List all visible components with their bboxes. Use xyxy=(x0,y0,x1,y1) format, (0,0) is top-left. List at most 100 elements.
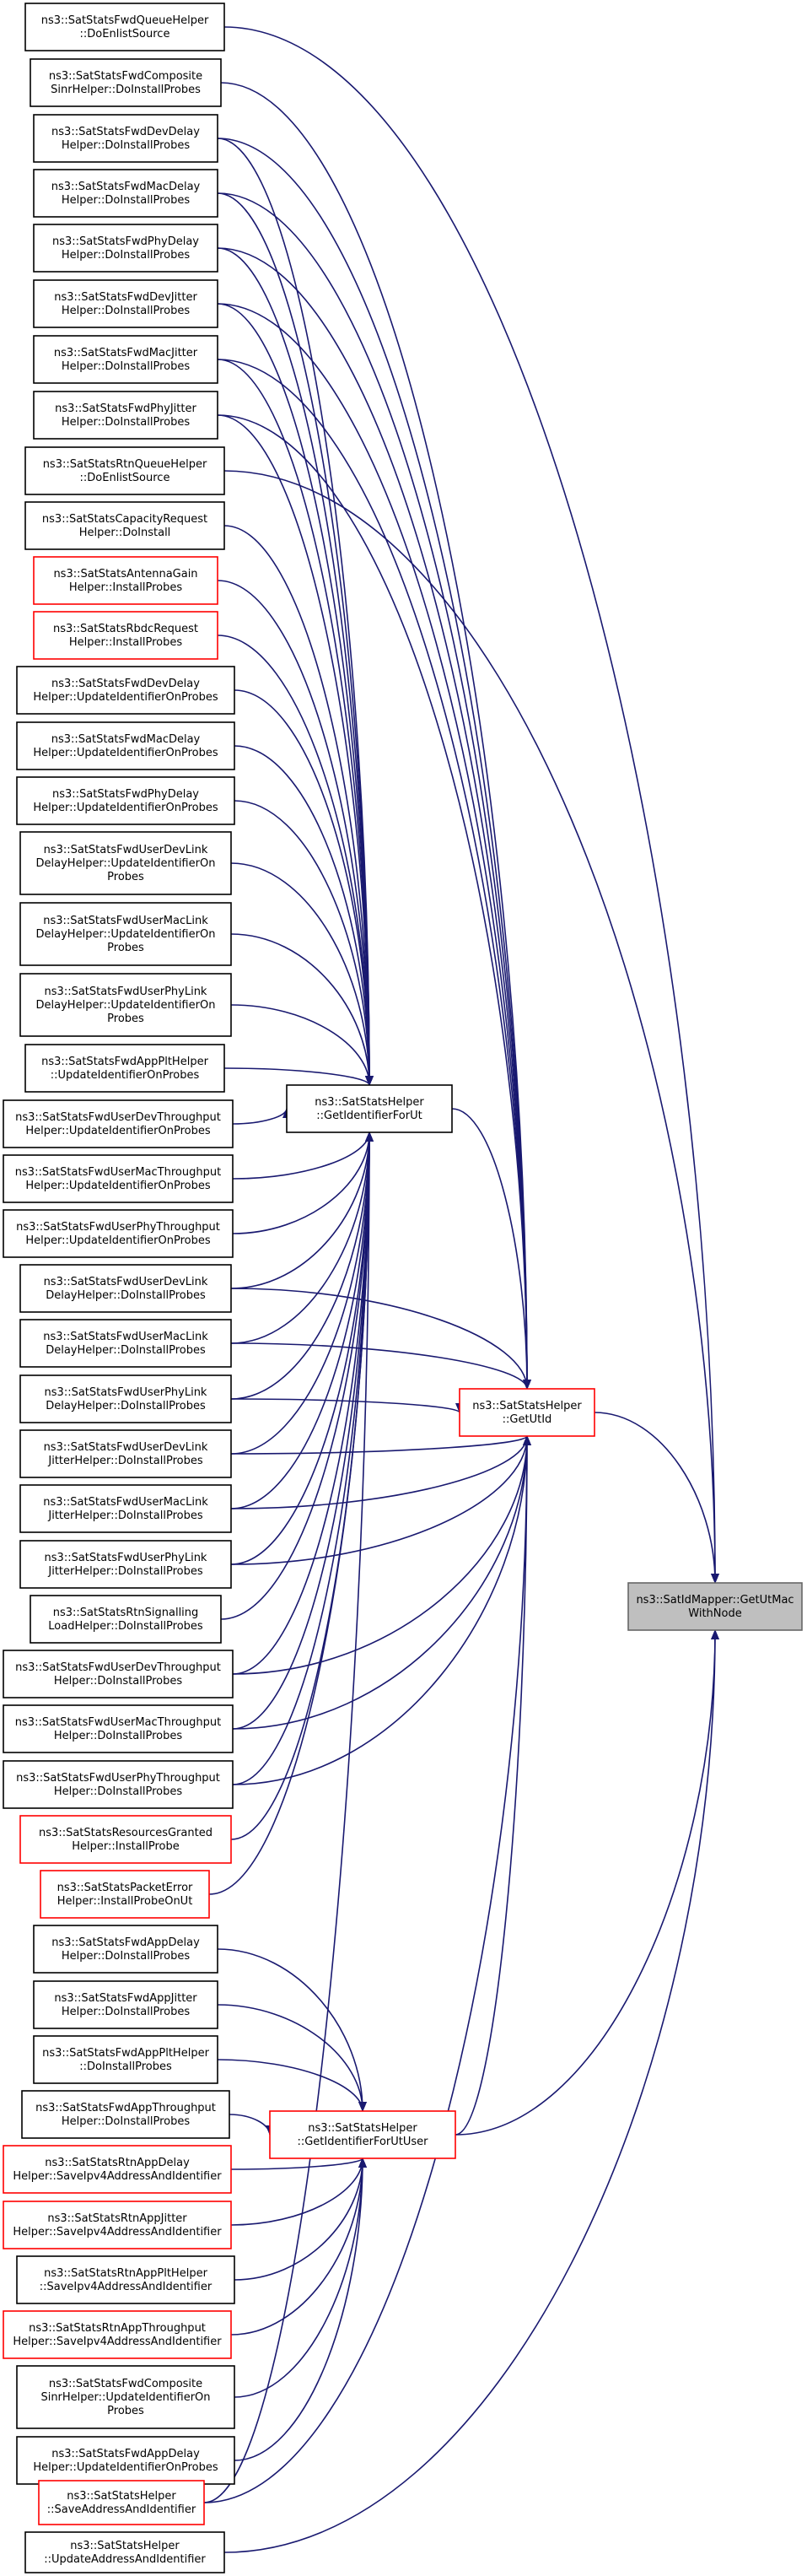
edges-layer xyxy=(203,26,719,2553)
function-node[interactable]: ns3::SatStatsRtnAppThroughputHelper::Sav… xyxy=(3,2310,232,2359)
function-node[interactable]: ns3::SatStatsHelper::GetIdentifierForUtU… xyxy=(269,2110,456,2159)
function-node[interactable]: ns3::SatStatsFwdUserPhyLinkDelayHelper::… xyxy=(19,973,232,1037)
function-node[interactable]: ns3::SatStatsFwdUserMacLinkJitterHelper:… xyxy=(19,1484,232,1533)
function-node[interactable]: ns3::SatStatsHelper::SaveAddressAndIdent… xyxy=(38,2480,205,2525)
edge-n25-to-h1 xyxy=(230,1131,374,1400)
function-node[interactable]: ns3::SatStatsHelper::GetUtId xyxy=(459,1388,595,1437)
node-label-line: ns3::SatStatsHelper xyxy=(315,1096,424,1109)
function-node[interactable]: ns3::SatStatsCapacityRequestHelper::DoIn… xyxy=(24,501,225,550)
edge-n45-to-h2 xyxy=(203,1435,531,2503)
function-node[interactable]: ns3::SatStatsFwdPhyDelayHelper::DoInstal… xyxy=(33,224,218,273)
function-node[interactable]: ns3::SatStatsFwdUserDevThroughputHelper:… xyxy=(3,1099,234,1148)
edge-n23-to-h2 xyxy=(230,1288,531,1390)
node-label-line: ns3::SatStatsFwdAppPltHelper xyxy=(42,2047,209,2060)
node-label-line: ns3::SatStatsRtnAppPltHelper xyxy=(44,2267,207,2280)
function-node[interactable]: ns3::SatStatsFwdPhyDelayHelper::UpdateId… xyxy=(16,776,235,825)
function-node[interactable]: ns3::SatStatsFwdAppPltHelper::DoInstallP… xyxy=(33,2035,218,2084)
function-node[interactable]: ns3::SatStatsFwdAppDelayHelper::DoInstal… xyxy=(33,1925,218,1974)
function-node[interactable]: ns3::SatStatsFwdQueueHelper::DoEnlistSou… xyxy=(24,3,225,51)
edge-h2-to-root xyxy=(594,1412,719,1584)
function-node[interactable]: ns3::SatStatsFwdUserMacThroughputHelper:… xyxy=(3,1154,234,1203)
function-node[interactable]: ns3::SatStatsHelper::UpdateAddressAndIde… xyxy=(24,2531,225,2573)
node-box xyxy=(627,1582,803,1631)
function-node[interactable]: ns3::SatStatsFwdUserMacThroughputHelper:… xyxy=(3,1704,234,1753)
node-box xyxy=(33,556,218,605)
function-node[interactable]: ns3::SatStatsAntennaGainHelper::InstallP… xyxy=(33,556,218,605)
function-node[interactable]: ns3::SatStatsFwdMacDelayHelper::DoInstal… xyxy=(33,169,218,218)
node-label-line: ::SaveAddressAndIdentifier xyxy=(47,2503,196,2516)
function-node[interactable]: ns3::SatStatsFwdUserPhyThroughputHelper:… xyxy=(3,1209,234,1258)
edge-n7-to-h1 xyxy=(217,359,374,1086)
function-node[interactable]: ns3::SatStatsFwdAppThroughputHelper::DoI… xyxy=(21,2090,230,2139)
function-node[interactable]: ns3::SatStatsFwdUserDevLinkJitterHelper:… xyxy=(19,1429,232,1478)
function-node[interactable]: ns3::SatStatsRtnAppDelayHelper::SaveIpv4… xyxy=(3,2145,232,2194)
node-label-line: ns3::SatStatsFwdDevDelay xyxy=(51,678,200,690)
node-box xyxy=(19,973,232,1037)
node-label-line: ns3::SatStatsAntennaGain xyxy=(53,568,197,581)
function-node[interactable]: ns3::SatStatsFwdUserPhyLinkDelayHelper::… xyxy=(19,1374,232,1423)
function-node[interactable]: ns3::SatStatsFwdUserDevLinkDelayHelper::… xyxy=(19,831,232,895)
node-box xyxy=(269,2110,456,2159)
edge-n11-to-h1 xyxy=(217,580,374,1086)
function-node[interactable]: ns3::SatStatsFwdCompositeSinrHelper::Upd… xyxy=(16,2365,235,2429)
function-node[interactable]: ns3::SatStatsRtnAppJitterHelper::SaveIpv… xyxy=(3,2201,232,2249)
function-node[interactable]: ns3::SatStatsFwdDevJitterHelper::DoInsta… xyxy=(33,279,218,328)
function-node[interactable]: ns3::SatStatsFwdAppDelayHelper::UpdateId… xyxy=(16,2436,235,2485)
node-box xyxy=(3,1650,234,1698)
node-box xyxy=(16,666,235,715)
node-box xyxy=(19,1429,232,1478)
node-label-line: ns3::SatStatsFwdUserPhyLink xyxy=(45,1552,207,1564)
function-node[interactable]: ns3::SatStatsHelper::GetIdentifierForUt xyxy=(286,1084,453,1133)
function-node[interactable]: ns3::SatStatsRtnSignallingLoadHelper::Do… xyxy=(30,1595,222,1644)
node-box xyxy=(19,902,232,966)
function-node[interactable]: ns3::SatStatsFwdUserPhyLinkJitterHelper:… xyxy=(19,1540,232,1589)
function-node[interactable]: ns3::SatStatsFwdUserDevLinkDelayHelper::… xyxy=(19,1264,232,1313)
function-node[interactable]: ns3::SatStatsFwdUserDevThroughputHelper:… xyxy=(3,1650,234,1698)
node-label-line: Helper::UpdateIdentifierOnProbes xyxy=(33,802,218,814)
function-node[interactable]: ns3::SatStatsRtnAppPltHelper::SaveIpv4Ad… xyxy=(16,2255,235,2304)
function-node[interactable]: ns3::SatStatsFwdPhyJitterHelper::DoInsta… xyxy=(33,391,218,440)
node-box xyxy=(16,2365,235,2429)
function-node[interactable]: ns3::SatStatsFwdUserPhyThroughputHelper:… xyxy=(3,1760,234,1809)
function-node[interactable]: ns3::SatStatsFwdCompositeSinrHelper::DoI… xyxy=(30,58,222,107)
function-node[interactable]: ns3::SatStatsFwdMacJitterHelper::DoInsta… xyxy=(33,335,218,384)
node-box xyxy=(30,1595,222,1644)
edge-n36-to-h3 xyxy=(217,2004,367,2112)
function-node[interactable]: ns3::SatStatsResourcesGrantedHelper::Ins… xyxy=(19,1815,232,1864)
node-label-line: ns3::SatStatsFwdUserDevLink xyxy=(44,844,208,856)
function-node[interactable]: ns3::SatStatsRbdcRequestHelper::InstallP… xyxy=(33,611,218,660)
node-box xyxy=(19,831,232,895)
node-label-line: Helper::DoInstallProbes xyxy=(54,1785,182,1798)
node-label-line: ns3::SatStatsHelper xyxy=(67,2490,176,2503)
node-label-line: ns3::SatStatsFwdComposite xyxy=(49,70,202,83)
node-label-line: Probes xyxy=(107,871,144,883)
node-label-line: LoadHelper::DoInstallProbes xyxy=(48,1620,203,1633)
node-box xyxy=(16,776,235,825)
edge-n1-to-root xyxy=(223,26,719,1584)
edge-n43-to-h3 xyxy=(234,2157,367,2398)
node-label-line: Helper::DoInstallProbes xyxy=(62,2115,190,2128)
node-label-line: ns3::SatStatsFwdComposite xyxy=(49,2378,202,2390)
node-box xyxy=(459,1388,595,1437)
function-node[interactable]: ns3::SatStatsFwdUserMacLinkDelayHelper::… xyxy=(19,902,232,966)
node-label-line: Helper::UpdateIdentifierOnProbes xyxy=(25,1234,211,1247)
function-node[interactable]: ns3::SatStatsFwdMacDelayHelper::UpdateId… xyxy=(16,721,235,770)
node-label-line: Helper::DoInstallProbes xyxy=(62,1950,190,1963)
node-label-line: Probes xyxy=(107,1013,144,1025)
edge-n24-to-h1 xyxy=(230,1131,374,1344)
function-node[interactable]: ns3::SatStatsFwdUserMacLinkDelayHelper::… xyxy=(19,1319,232,1368)
edge-n31-to-h2 xyxy=(232,1435,531,1730)
node-label-line: ns3::SatStatsFwdUserPhyThroughput xyxy=(16,1772,220,1785)
function-node[interactable]: ns3::SatStatsFwdAppPltHelper::UpdateIden… xyxy=(24,1044,225,1093)
function-node[interactable]: ns3::SatStatsFwdAppJitterHelper::DoInsta… xyxy=(33,1980,218,2029)
node-label-line: ns3::SatStatsFwdUserMacLink xyxy=(43,1496,208,1509)
edge-n29-to-h1 xyxy=(220,1131,374,1620)
node-label-line: Helper::SaveIpv4AddressAndIdentifier xyxy=(13,2336,222,2348)
node-box xyxy=(33,2035,218,2084)
node-label-line: ns3::SatStatsFwdUserPhyLink xyxy=(45,986,207,998)
function-node[interactable]: ns3::SatStatsFwdDevDelayHelper::UpdateId… xyxy=(16,666,235,715)
function-node[interactable]: ns3::SatStatsPacketErrorHelper::InstallP… xyxy=(40,1870,210,1919)
function-node[interactable]: ns3::SatStatsRtnQueueHelper::DoEnlistSou… xyxy=(24,446,225,495)
node-label-line: Probes xyxy=(107,942,144,954)
function-node[interactable]: ns3::SatStatsFwdDevDelayHelper::DoInstal… xyxy=(33,114,218,163)
